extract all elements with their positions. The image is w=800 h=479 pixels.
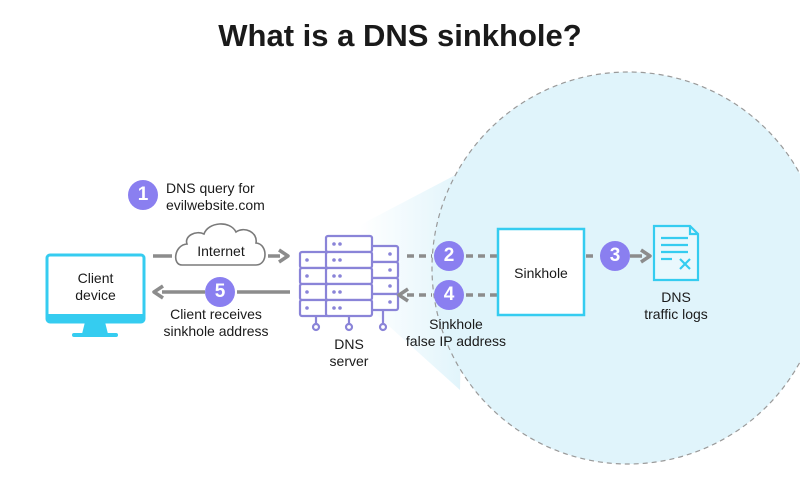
internet-label: Internet <box>197 243 245 259</box>
step-3-badge: 3 <box>600 241 630 271</box>
arrow-head-to-server <box>278 248 290 264</box>
sinkhole-box <box>496 227 586 317</box>
dns-server-label: DNS server <box>329 336 369 369</box>
page-title: What is a DNS sinkhole? <box>218 18 582 53</box>
arrow-head-to-logs <box>640 248 652 264</box>
step-4-badge: 4 <box>434 280 464 310</box>
cloud-icon <box>174 223 266 266</box>
dns-server-icon <box>298 234 400 332</box>
step-1-label: DNS query for evilwebsite.com <box>166 180 265 213</box>
arrow-head-to-client <box>152 284 164 300</box>
step-5-label: Client receives sinkhole address <box>163 306 269 339</box>
arrow-head-to-dns-server <box>397 287 409 303</box>
step-5-badge: 5 <box>205 277 235 307</box>
traffic-log-document-icon <box>652 224 700 282</box>
step-1-badge: 1 <box>128 180 158 210</box>
step-4-label: Sinkhole false IP address <box>405 316 507 349</box>
sinkhole-label: Sinkhole <box>514 265 568 281</box>
client-device-label: Client device <box>75 270 116 303</box>
server-lights <box>305 242 392 310</box>
step-2-badge: 2 <box>434 241 464 271</box>
client-device-icon <box>45 253 146 337</box>
logs-label: DNS traffic logs <box>644 289 708 322</box>
